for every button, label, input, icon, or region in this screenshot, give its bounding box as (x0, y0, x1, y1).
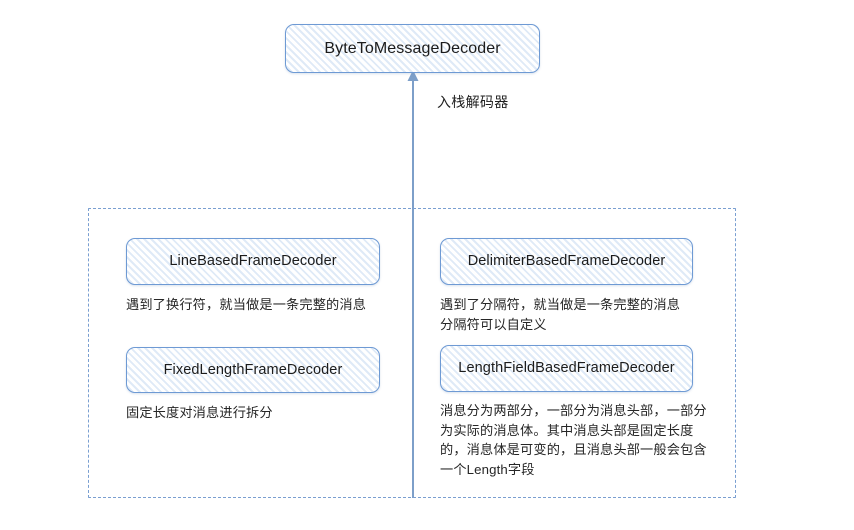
caption-fixed-length-frame-decoder: 固定长度对消息进行拆分 (126, 405, 273, 420)
caption-delimiter-based-frame-decoder: 遇到了分隔符，就当做是一条完整的消息 分隔符可以自定义 (440, 297, 681, 332)
node-delimiter-based-frame-decoder[interactable]: DelimiterBasedFrameDecoder (440, 238, 693, 285)
decoder-group-container (88, 208, 736, 498)
edge-label-inbound-decoder: 入栈解码器 (437, 94, 509, 110)
node-fixed-length-frame-decoder[interactable]: FixedLengthFrameDecoder (126, 347, 380, 393)
node-label-delimiter-based-frame-decoder: DelimiterBasedFrameDecoder (467, 253, 666, 270)
node-label-line-based-frame-decoder: LineBasedFrameDecoder (169, 253, 337, 270)
node-byte-to-message-decoder[interactable]: ByteToMessageDecoder (285, 24, 540, 73)
node-line-based-frame-decoder[interactable]: LineBasedFrameDecoder (126, 238, 380, 285)
node-label-fixed-length-frame-decoder: FixedLengthFrameDecoder (163, 361, 343, 378)
caption-line-based-frame-decoder: 遇到了换行符，就当做是一条完整的消息 (126, 297, 367, 312)
node-label-length-field-based-frame-decoder: LengthFieldBasedFrameDecoder (458, 360, 675, 377)
node-label-byte-to-message-decoder: ByteToMessageDecoder (324, 39, 501, 57)
caption-length-field-based-frame-decoder: 消息分为两部分，一部分为消息头部，一部分 为实际的消息体。其中消息头部是固定长度… (440, 403, 707, 477)
node-length-field-based-frame-decoder[interactable]: LengthFieldBasedFrameDecoder (440, 345, 693, 392)
